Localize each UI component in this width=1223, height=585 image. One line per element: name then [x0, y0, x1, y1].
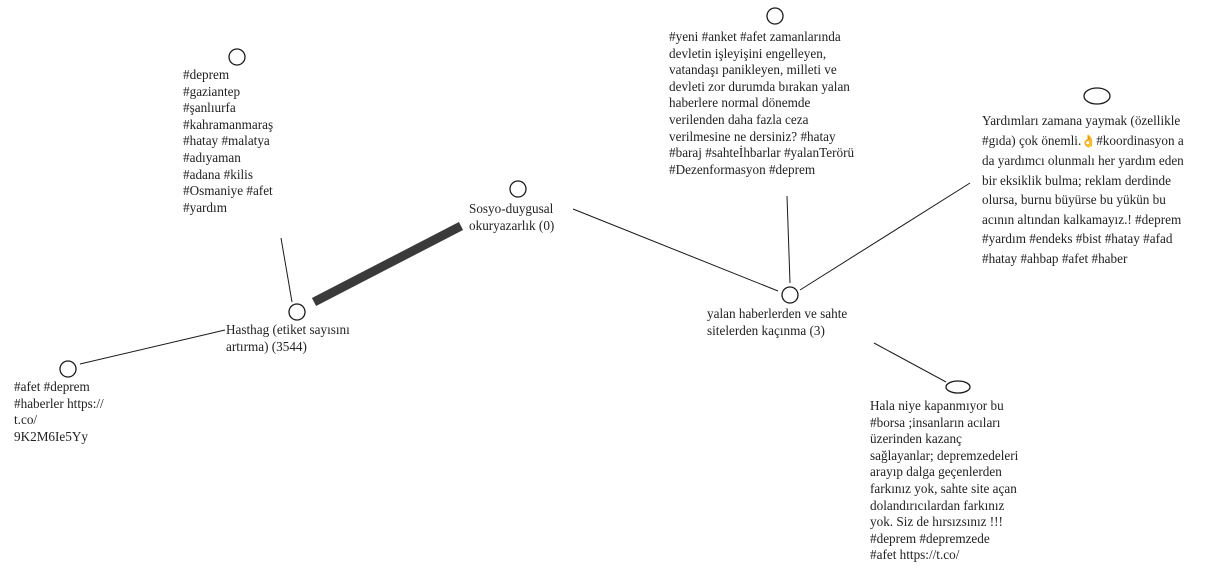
- survey-post-text: #yeni #anket #afet zamanlarında devletin…: [669, 29, 855, 177]
- edge-aid-post-to-fake-news: [799, 182, 971, 291]
- edge-fake-news-to-borsa-post: [873, 342, 947, 383]
- socio-emotional-label: Sosyo-duygusal okuryazarlık (0): [469, 201, 555, 233]
- fake-news-label: yalan haberlerden ve sahte sitelerden ka…: [707, 306, 848, 338]
- node-circle-socio-emotional: [509, 180, 527, 198]
- aid-post-text: Yardımları zamana yaymak (özellikle #gıd…: [982, 113, 1184, 266]
- node-circle-survey-post: [766, 7, 784, 25]
- hashtag-list-text: #deprem #gaziantep #şanlıurfa #kahramanm…: [183, 67, 274, 215]
- ok-hand-emoji-icon: 👌: [1081, 133, 1097, 148]
- node-circle-hashtag-list: [228, 48, 246, 66]
- edge-socio-emotional-to-fake-news: [572, 208, 779, 292]
- edge-hashtag-list-to-hashtag-center: [280, 237, 293, 303]
- borsa-post-text: Hala niye kapanmıyor bu #borsa ;insanlar…: [870, 398, 1019, 563]
- node-circle-aid-post: [1083, 87, 1111, 105]
- hashtag-center-label: Hasthag (etiket sayısını artırma) (3544): [226, 322, 350, 354]
- afet-post-text: #afet #deprem #haberler https:// t.co/ 9…: [14, 379, 104, 444]
- node-circle-hashtag-center: [288, 303, 306, 321]
- edge-survey-post-to-fake-news: [786, 195, 791, 284]
- node-circle-fake-news: [781, 286, 799, 304]
- edge-hashtag-center-to-afet-post: [79, 329, 226, 365]
- edge-hashtag-center-to-socio-emotional-thick: [311, 222, 464, 306]
- node-circle-afet-post: [59, 360, 77, 378]
- node-circle-borsa-post: [945, 380, 971, 394]
